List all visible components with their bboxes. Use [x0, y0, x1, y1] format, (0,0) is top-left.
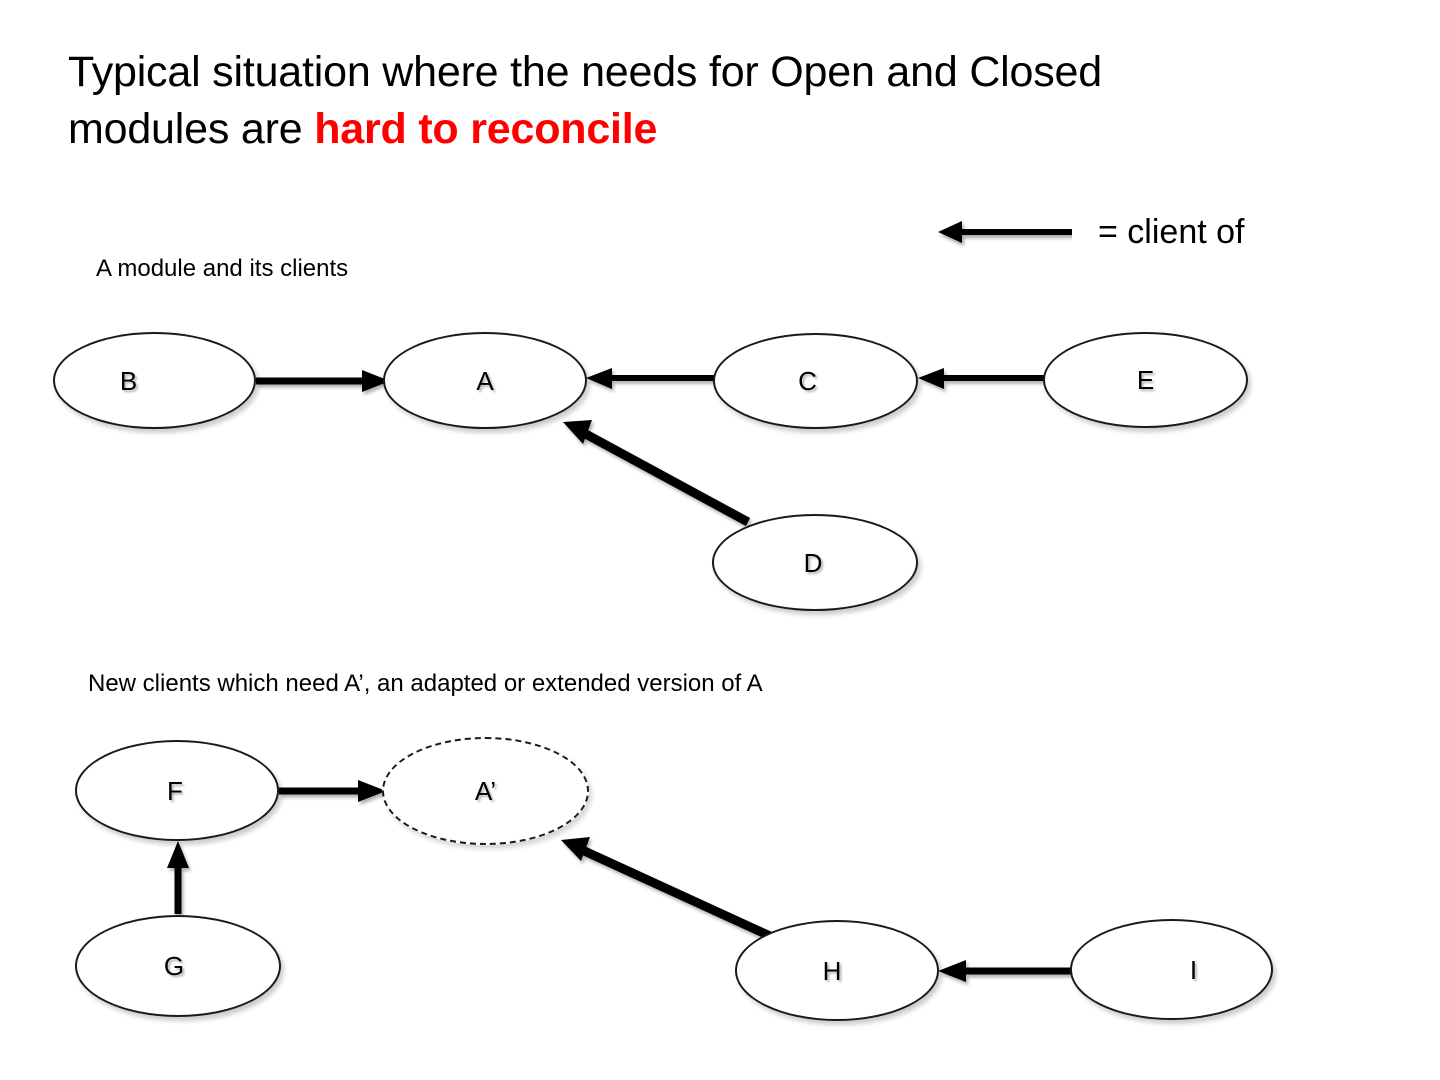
node-c[interactable]: C: [713, 333, 918, 429]
edge-c-to-a: [586, 368, 714, 389]
legend-label: = client of: [1098, 213, 1245, 251]
caption-upper-diagram: A module and its clients: [96, 255, 349, 282]
node-e-label: E: [1136, 365, 1155, 395]
node-f[interactable]: F: [75, 740, 279, 841]
left-arrow-icon: [938, 221, 1072, 243]
node-a-prime-label: A’: [474, 776, 497, 806]
node-a-label: A: [476, 365, 494, 396]
node-i[interactable]: I: [1070, 919, 1273, 1020]
node-b-label: B: [119, 365, 138, 396]
node-e[interactable]: E: [1043, 332, 1248, 428]
edge-g-to-f: [167, 841, 189, 914]
node-c-label: C: [798, 366, 817, 396]
title-line-2-prefix: modules are: [68, 104, 315, 153]
node-g-label: G: [163, 951, 185, 981]
node-a[interactable]: A: [383, 332, 587, 429]
node-d[interactable]: D: [712, 514, 918, 611]
node-i-label: I: [1189, 954, 1198, 985]
edge-d-to-a: [563, 420, 751, 526]
node-b[interactable]: B: [53, 332, 256, 429]
title-line-1: Typical situation where the needs for Op…: [68, 48, 1102, 96]
caption-lower-diagram: New clients which need A’, an adapted or…: [88, 670, 763, 697]
page-title: Typical situation where the needs for Op…: [68, 44, 1388, 158]
node-a-prime[interactable]: A’: [382, 737, 589, 845]
title-accent-phrase: hard to reconcile: [314, 104, 658, 153]
node-f-label: F: [167, 775, 183, 806]
edge-b-to-a: [256, 370, 390, 392]
edge-h-to-aprime: [561, 837, 772, 941]
node-h-label: H: [822, 955, 842, 986]
node-d-label: D: [803, 547, 823, 578]
edge-f-to-aprime: [279, 780, 386, 802]
legend: = client of: [930, 212, 1244, 252]
edge-e-to-c: [918, 368, 1044, 389]
node-h[interactable]: H: [735, 920, 939, 1021]
edge-i-to-h: [938, 960, 1071, 982]
node-g[interactable]: G: [75, 915, 281, 1017]
